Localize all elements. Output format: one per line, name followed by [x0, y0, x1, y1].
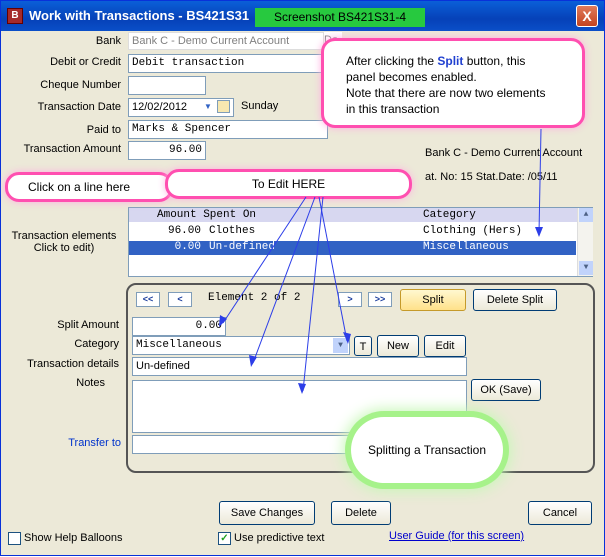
user-guide-link[interactable]: User Guide (for this screen): [389, 530, 525, 542]
transaction-details-label: Transaction details: [27, 358, 119, 370]
debit-credit-label: Debit or Credit: [50, 56, 121, 68]
bank-field[interactable]: Bank C - Demo Current Account: [128, 32, 324, 50]
first-element-button[interactable]: <<: [136, 292, 160, 307]
next-element-button[interactable]: >: [338, 292, 362, 307]
weekday-display: Sunday: [238, 98, 328, 117]
transfer-to-label: Transfer to: [68, 437, 121, 449]
scroll-up-icon[interactable]: ▲: [579, 208, 593, 222]
show-help-checkbox[interactable]: [8, 532, 21, 545]
split-button[interactable]: Split: [400, 289, 466, 311]
transaction-amount-label: Transaction Amount: [23, 143, 121, 155]
click-line-callout: Click on a line here: [5, 172, 173, 202]
side-statement-info: at. No: 15 Stat.Date: /05/11: [425, 171, 558, 183]
transaction-amount-field[interactable]: 96.00: [128, 141, 206, 160]
row-category: Clothing (Hers): [423, 225, 523, 237]
screenshot-label: Screenshot BS421S31-4: [255, 8, 425, 27]
transaction-elements-text: Transaction elements: [11, 230, 117, 242]
transaction-elements-label: Transaction elements Click to edit): [5, 230, 123, 254]
split-amount-field[interactable]: 0.00: [132, 317, 226, 336]
edit-category-button[interactable]: Edit: [424, 335, 466, 357]
app-icon: B: [7, 8, 23, 24]
callout-text: Note that there are now two elements: [346, 86, 546, 100]
transaction-elements-list[interactable]: Amount Spent On Category 96.00 Clothes C…: [128, 207, 593, 277]
t-button[interactable]: T: [354, 336, 372, 356]
debit-credit-field[interactable]: Debit transaction: [128, 54, 328, 73]
bank-label: Bank: [95, 35, 121, 47]
category-label: Category: [74, 338, 119, 350]
window-title: Work with Transactions - BS421S31: [29, 8, 250, 23]
show-help-label: Show Help Balloons: [24, 532, 123, 544]
paid-to-field[interactable]: Marks & Spencer: [128, 120, 328, 139]
last-element-button[interactable]: >>: [368, 292, 392, 307]
cheque-number-label: Cheque Number: [40, 79, 121, 91]
table-row[interactable]: 96.00 Clothes Clothing (Hers): [129, 225, 576, 239]
transaction-details-field[interactable]: Un-defined: [132, 357, 467, 376]
header-amount-spent-on: Amount Spent On: [157, 209, 257, 221]
predictive-text-label: Use predictive text: [234, 532, 325, 544]
callout-text: button, this: [463, 54, 526, 68]
callout-split-word: Split: [437, 54, 464, 68]
element-position-label: Element 2 of 2: [208, 292, 301, 304]
new-category-button[interactable]: New: [377, 335, 419, 357]
prev-element-button[interactable]: <: [168, 292, 192, 307]
save-changes-button[interactable]: Save Changes: [219, 501, 315, 525]
calendar-icon[interactable]: [217, 100, 230, 113]
callout-text: in this transaction: [346, 102, 440, 116]
edit-here-callout: To Edit HERE: [165, 169, 412, 199]
transaction-date-field[interactable]: 12/02/2012 ▼: [128, 98, 234, 117]
title-bar: B Work with Transactions - BS421S31 Scre…: [1, 1, 604, 31]
row-spent-on: Un-defined: [209, 241, 276, 253]
ok-save-button[interactable]: OK (Save): [471, 379, 541, 401]
date-value: 12/02/2012: [132, 101, 188, 113]
callout-text: After clicking the: [346, 54, 438, 68]
callout-text: panel becomes enabled.: [346, 70, 477, 84]
side-bank-name: Bank C - Demo Current Account: [425, 147, 583, 159]
split-amount-label: Split Amount: [57, 319, 119, 331]
cancel-button[interactable]: Cancel: [528, 501, 592, 525]
notes-label: Notes: [76, 377, 105, 389]
row-category: Miscellaneous: [423, 241, 509, 253]
row-spent-on: Clothes: [209, 225, 256, 237]
splitting-cloud-callout: Splitting a Transaction: [351, 417, 503, 483]
category-value: Miscellaneous: [136, 339, 222, 351]
transaction-date-label: Transaction Date: [37, 101, 121, 113]
split-info-callout: After clicking the Split button, this pa…: [321, 38, 585, 128]
paid-to-label: Paid to: [86, 124, 121, 136]
delete-split-button[interactable]: Delete Split: [473, 289, 557, 311]
list-header: Amount Spent On Category: [129, 208, 579, 222]
delete-button[interactable]: Delete: [331, 501, 391, 525]
header-category: Category: [423, 209, 476, 221]
date-dropdown-icon[interactable]: ▼: [204, 102, 212, 111]
scroll-down-icon[interactable]: ▼: [579, 261, 593, 275]
close-button[interactable]: X: [576, 5, 598, 27]
cheque-number-field[interactable]: [128, 76, 206, 95]
chevron-down-icon[interactable]: ▼: [333, 338, 348, 353]
table-row[interactable]: 0.00 Un-defined Miscellaneous: [129, 241, 576, 255]
list-scrollbar[interactable]: ▲ ▼: [577, 208, 593, 276]
click-to-edit-text: Click to edit): [33, 242, 95, 254]
category-select[interactable]: Miscellaneous ▼: [132, 336, 350, 355]
predictive-text-checkbox[interactable]: ✓: [218, 532, 231, 545]
row-amount: 96.00: [167, 225, 201, 237]
row-amount: 0.00: [174, 241, 201, 253]
